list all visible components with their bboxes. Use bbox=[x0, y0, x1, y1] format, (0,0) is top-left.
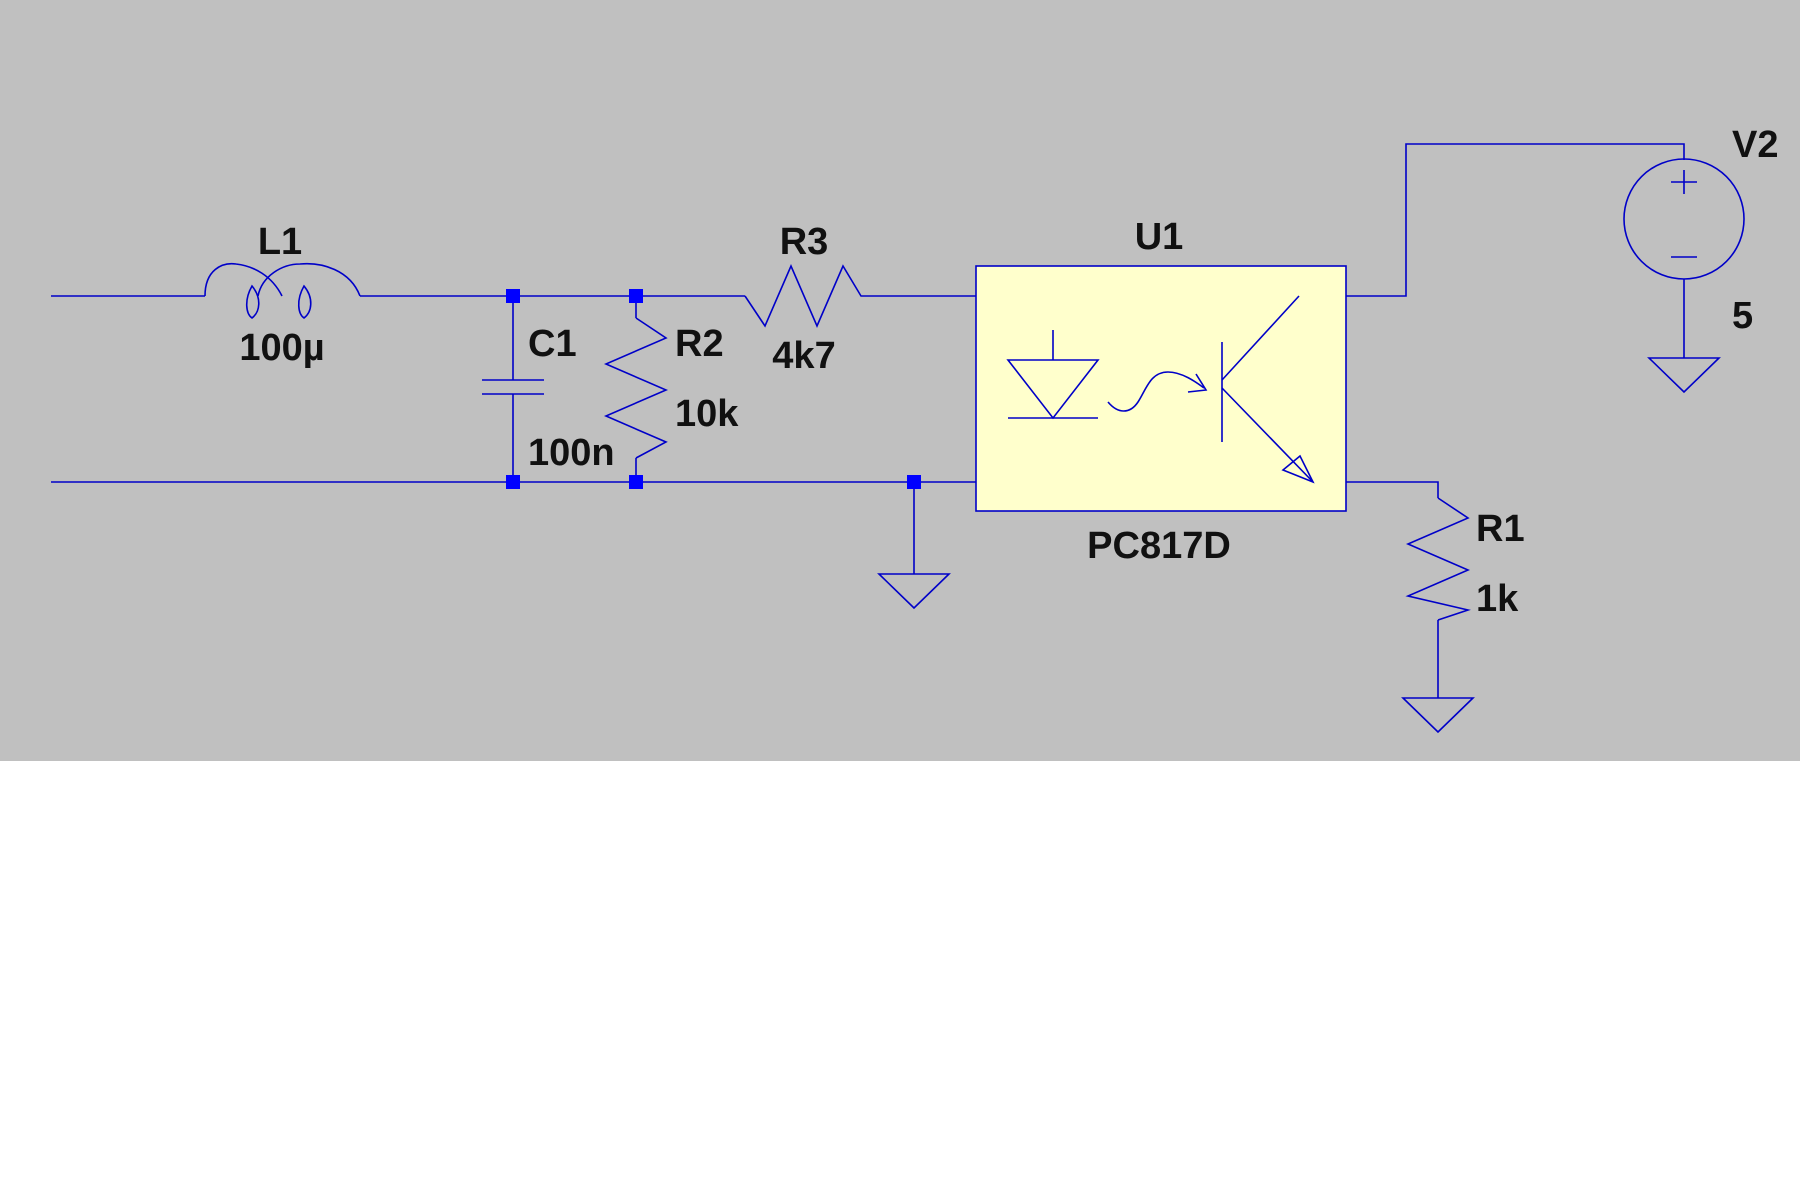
ground-icon bbox=[1647, 357, 1721, 394]
resistor-icon[interactable] bbox=[1405, 497, 1471, 621]
r1-value: 1k bbox=[1476, 578, 1519, 620]
r1-name: R1 bbox=[1476, 508, 1525, 550]
emitter-arrow-icon bbox=[1281, 454, 1315, 484]
ground-icon bbox=[1401, 697, 1475, 734]
v2-value: 5 bbox=[1732, 295, 1753, 337]
wire-emitter-to-r1[interactable] bbox=[1313, 481, 1439, 498]
u1-value: PC817D bbox=[1087, 525, 1231, 567]
junction-dot bbox=[629, 475, 643, 489]
l1-name: L1 bbox=[258, 221, 302, 263]
light-arrow-icon bbox=[1107, 371, 1205, 412]
resistor-icon[interactable] bbox=[744, 263, 867, 329]
phototransistor-collector bbox=[1221, 295, 1300, 381]
u1-body[interactable] bbox=[975, 265, 1347, 512]
r3-name: R3 bbox=[780, 221, 829, 263]
wire-collector-to-v2[interactable] bbox=[1299, 143, 1685, 297]
voltage-source-icon[interactable] bbox=[1623, 158, 1745, 280]
ground-icon bbox=[877, 573, 951, 610]
junction-dot bbox=[629, 289, 643, 303]
r2-name: R2 bbox=[675, 323, 724, 365]
junctions bbox=[506, 289, 921, 489]
u1-name: U1 bbox=[1135, 216, 1184, 258]
optocoupler-icon[interactable] bbox=[975, 265, 1347, 512]
r3-value: 4k7 bbox=[772, 335, 835, 377]
resistor-icon[interactable] bbox=[603, 317, 669, 459]
junction-dot bbox=[506, 289, 520, 303]
labels: L1 100µ C1 100n R2 10k R3 4k7 U1 PC817D … bbox=[239, 124, 1778, 620]
r2-value: 10k bbox=[675, 393, 739, 435]
phototransistor-emitter bbox=[1221, 387, 1314, 483]
inductor-icon[interactable] bbox=[204, 262, 361, 319]
capacitor-icon[interactable] bbox=[482, 379, 544, 395]
v2-name: V2 bbox=[1732, 124, 1778, 166]
c1-value: 100n bbox=[528, 432, 615, 474]
junction-dot bbox=[907, 475, 921, 489]
c1-name: C1 bbox=[528, 323, 577, 365]
schematic-background bbox=[0, 0, 1800, 761]
l1-value: 100µ bbox=[239, 327, 324, 369]
junction-dot bbox=[506, 475, 520, 489]
